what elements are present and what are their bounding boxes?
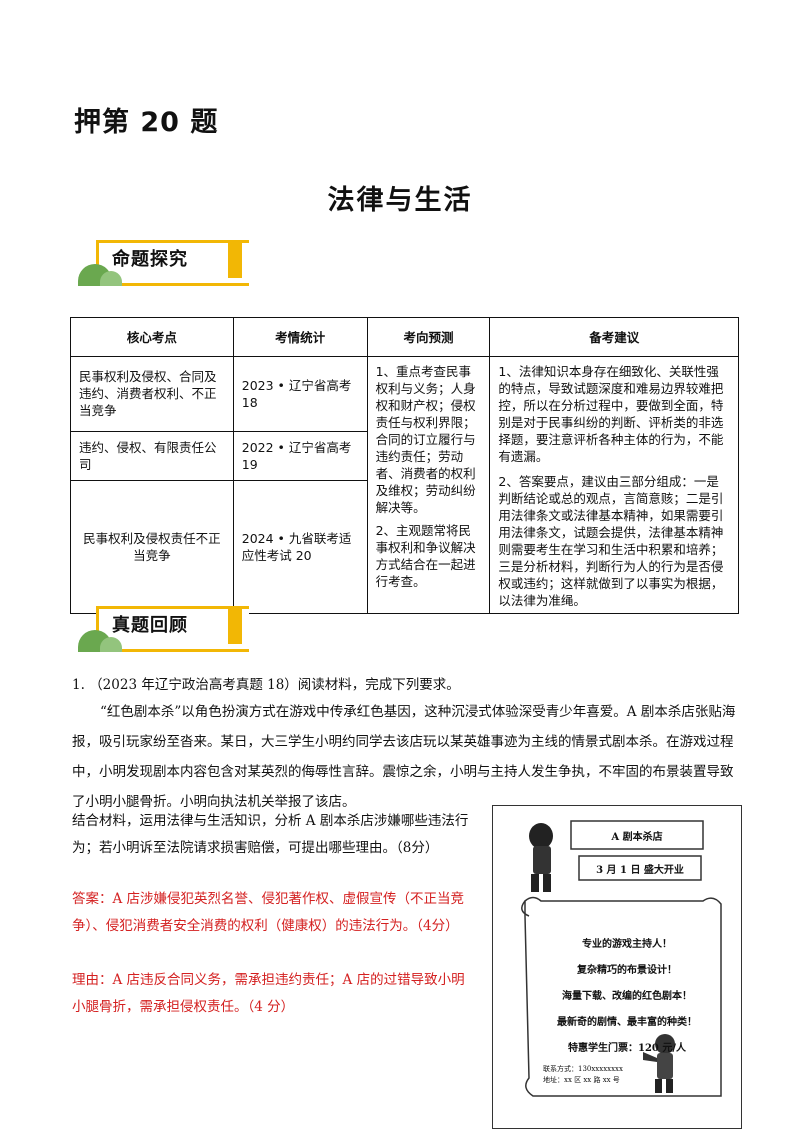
table-row: 民事权利及侵权责任不正当竞争 2024 • 九省联考适应性考试 20 [70,479,739,615]
poster-line: 专业的游戏主持人！ [582,939,672,950]
column-header: 备考建议 [489,317,739,357]
topic-cell: 民事权利及侵权责任不正当竞争 [70,479,234,615]
soldier-figure-icon [529,823,553,892]
poster-illustration [521,820,722,1097]
poster-price: 特惠学生门票：120 元/人 [567,1043,686,1054]
section-label: 命题探究 [112,249,188,270]
page-title: 押第 20 题 [74,107,219,138]
topic-cell: 违约、侵权、有限责任公司 [70,430,234,481]
exam-analysis-table: 核心考点 考情统计 考向预测 备考建议 民事权利及侵权、合同及违约、消费者权利、… [70,317,739,615]
advice-item: 1、法律知识本身存在细致化、关联性强的特点，导致试题深度和难易边界较难把控，所以… [498,364,724,464]
table-header-row: 核心考点 考情统计 考向预测 备考建议 [70,317,739,357]
question-prompt: 结合材料，运用法律与生活知识，分析 A 剧本杀店涉嫌哪些违法行为；若小明诉至法院… [72,813,469,856]
table-row: 违约、侵权、有限责任公司 2022 • 辽宁省高考19 [70,430,739,481]
poster-opening: 3 月 1 日 盛大开业 [596,865,684,876]
reason-text: 理由：A 店违反合同义务，需承担违约责任；A 店的过错导致小明小腿骨折，需承担侵… [72,972,465,1015]
stat-cell: 2024 • 九省联考适应性考试 20 [232,479,368,615]
poster-image: A 剧本杀店 3 月 1 日 盛大开业 专业的游戏主持人！ 复杂精巧的布景设计！… [492,805,742,1129]
section-banner-explore: 命题探究 [78,236,249,286]
poster-contact: 联系方式：130xxxxxxxx 地址：xx 区 xx 路 xx 号 [543,1064,623,1086]
advice-cell: 1、法律知识本身存在细致化、关联性强的特点，导致试题深度和难易边界较难把控，所以… [489,356,739,614]
section-label: 真题回顾 [112,615,188,636]
stat-cell: 2023 • 辽宁省高考18 [232,356,368,432]
question-material: “红色剧本杀”以角色扮演方式在游戏中传承红色基因，这种沉浸式体验深受青少年喜爱。… [72,704,736,810]
column-header: 考向预测 [366,317,491,357]
question-head: 1. （2023 年辽宁政治高考真题 18）阅读材料，完成下列要求。 [72,677,460,693]
poster-line: 海量下载、改编的红色剧本！ [562,991,692,1002]
forecast-cell: 1、重点考查民事权利与义务；人身权和财产权；侵权责任与权利界限；合同的订立履行与… [366,356,491,614]
forecast-item: 2、主观题常将民事权利和争议解决方式结合在一起进行考查。 [375,523,476,589]
poster-contact-line: 联系方式：130xxxxxxxx [543,1065,623,1073]
poster-title: A 剧本杀店 [611,832,663,843]
answer-text: 答案：A 店涉嫌侵犯英烈名誉、侵犯著作权、虚假宣传（不正当竞争）、侵犯消费者安全… [72,891,465,934]
poster-address-line: 地址：xx 区 xx 路 xx 号 [543,1076,620,1084]
section-banner-review: 真题回顾 [78,602,249,652]
advice-item: 2、答案要点，建议由三部分组成：一是判断结论或总的观点，言简意赅；二是引用法律条… [498,474,724,608]
trumpet-soldier-icon [643,1034,675,1093]
topic-cell: 民事权利及侵权、合同及违约、消费者权利、不正当竞争 [70,356,234,432]
poster-line: 复杂精巧的布景设计！ [577,965,677,976]
page-subtitle: 法律与生活 [327,185,473,216]
poster-lines: 专业的游戏主持人！ 复杂精巧的布景设计！ 海量下载、改编的红色剧本！ 最新奇的剧… [539,932,715,1062]
forecast-item: 1、重点考查民事权利与义务；人身权和财产权；侵权责任与权利界限；合同的订立履行与… [375,364,476,515]
stat-cell: 2022 • 辽宁省高考19 [232,430,368,481]
poster-line: 最新奇的剧情、最丰富的种类！ [557,1017,697,1028]
table-row: 民事权利及侵权、合同及违约、消费者权利、不正当竞争 2023 • 辽宁省高考18… [70,356,739,614]
column-header: 核心考点 [70,317,234,357]
column-header: 考情统计 [232,317,368,357]
